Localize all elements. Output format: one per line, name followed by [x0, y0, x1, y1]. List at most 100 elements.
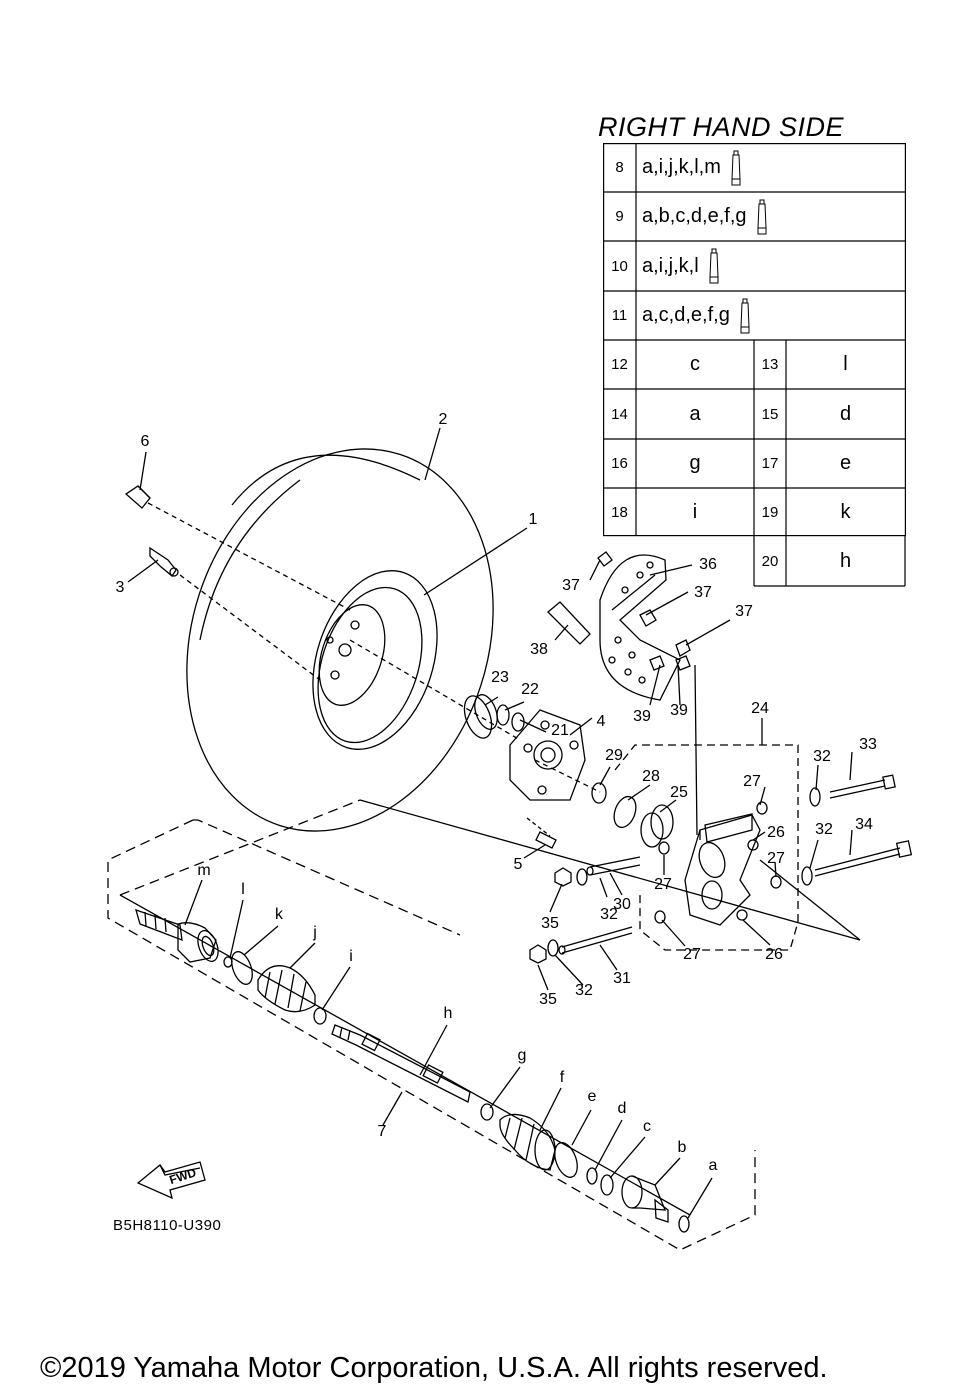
- diagram-code: B5H8110-U390: [113, 1217, 222, 1234]
- callout-37a: 37: [562, 577, 580, 594]
- callout-26b: 26: [765, 946, 783, 963]
- lug-nut: [124, 485, 151, 509]
- axle-shaft: [331, 1024, 471, 1103]
- callout-32b: 32: [815, 821, 833, 838]
- callout-32d: 32: [575, 982, 593, 999]
- callout-34: 34: [855, 816, 873, 833]
- grease-tube-icon: [756, 199, 767, 234]
- callout-l: l: [241, 881, 245, 898]
- band-i: [313, 1007, 327, 1025]
- callout-35b: 35: [539, 991, 557, 1008]
- callout-h: h: [444, 1005, 453, 1022]
- legend-row-13-part: l: [843, 353, 848, 375]
- callout-g: g: [518, 1047, 527, 1064]
- callout-a: a: [709, 1157, 718, 1174]
- callout-27d: 27: [683, 946, 701, 963]
- legend-title: RIGHT HAND SIDE: [598, 112, 845, 142]
- collar-30: [586, 856, 641, 876]
- callout-d: d: [618, 1100, 627, 1117]
- band-e: [554, 1142, 578, 1178]
- boot-f: [499, 1113, 556, 1171]
- callout-21: 21: [551, 722, 569, 739]
- legend-row-8-parts: a,i,j,k,l,m: [636, 143, 906, 192]
- legend-row-16-part: g: [689, 452, 701, 474]
- grease-tube-icon: [709, 248, 719, 284]
- bushing-25: [640, 804, 674, 848]
- callout-37c: 37: [735, 603, 753, 620]
- callout-27c: 27: [654, 876, 672, 893]
- grease-tube-icon: [731, 150, 741, 185]
- cv-joint-outer: [135, 908, 219, 963]
- callout-24: 24: [751, 700, 769, 717]
- callout-2: 2: [439, 411, 448, 428]
- callout-i: i: [349, 948, 353, 965]
- legend-row-20-number: 20: [761, 552, 779, 570]
- callout-32c: 32: [600, 906, 618, 923]
- axle-key: [547, 601, 591, 645]
- callout-j: j: [312, 924, 317, 941]
- band-k: [231, 951, 253, 985]
- circlip-a: [678, 1215, 690, 1233]
- valve-stem: [149, 546, 179, 577]
- cv-joint-inner: [621, 1175, 669, 1223]
- callout-37b: 37: [694, 584, 712, 601]
- callout-39b: 39: [670, 702, 688, 719]
- legend-row-10-number: 10: [611, 257, 628, 275]
- bearing-23: [463, 694, 498, 739]
- legend-row-12-number: 12: [611, 356, 628, 373]
- callout-k: k: [275, 906, 284, 923]
- legend-row-11-parts: a,c,d,e,f,g: [636, 291, 906, 340]
- callout-39a: 39: [633, 708, 651, 725]
- callout-e: e: [588, 1088, 597, 1105]
- bolt-33: [829, 774, 896, 799]
- callout-35a: 35: [541, 915, 559, 932]
- callout-c: c: [643, 1118, 651, 1135]
- legend-row-8-number: 8: [615, 159, 624, 176]
- callout-30: 30: [613, 896, 631, 913]
- callout-27a: 27: [743, 773, 761, 790]
- callout-33: 33: [859, 736, 877, 753]
- callout-23: 23: [491, 669, 509, 686]
- callout-4: 4: [597, 713, 606, 730]
- circlip: [613, 795, 637, 829]
- callout-f: f: [560, 1069, 565, 1086]
- callout-32a: 32: [813, 748, 831, 765]
- hub: [509, 709, 586, 801]
- legend-row-9-number: 9: [615, 208, 624, 225]
- collar-31: [558, 926, 633, 955]
- legend-row-18-number: 18: [611, 503, 628, 521]
- legend-row-20-part: h: [839, 549, 852, 572]
- legend-row-11-number: 11: [611, 307, 628, 324]
- callout-b: b: [678, 1139, 687, 1156]
- callout-3: 3: [116, 579, 125, 596]
- callout-28: 28: [642, 768, 660, 785]
- legend-row-17-number: 17: [761, 455, 779, 472]
- legend-row-8-parts-text: a,i,j,k,l,m: [642, 156, 721, 178]
- legend-row-15-part: d: [839, 402, 852, 425]
- legend-row-9-parts-text: a,b,c,d,e,f,g: [642, 205, 747, 227]
- callout-27b: 27: [767, 850, 785, 867]
- legend-row-16-number: 16: [611, 455, 628, 472]
- legend-row-10-parts: a,i,j,k,l: [636, 241, 906, 291]
- bolt-34: [814, 840, 913, 877]
- grease-fitting-26b: [736, 909, 748, 921]
- copyright-notice: ©2019 Yamaha Motor Corporation, U.S.A. A…: [40, 1352, 828, 1384]
- stud-bolt: [535, 831, 557, 849]
- circlip-l: [223, 956, 233, 968]
- circlip-c: [600, 1174, 614, 1196]
- legend-row-9-parts: a,b,c,d,e,f,g: [636, 192, 906, 241]
- legend-row-14-number: 14: [611, 405, 628, 423]
- tire-assembly: [186, 448, 494, 832]
- legend-row-17-part: e: [839, 452, 852, 474]
- band-g: [480, 1103, 494, 1121]
- circlip-d: [586, 1167, 598, 1185]
- callout-7: 7: [378, 1123, 387, 1140]
- ring-29: [591, 782, 607, 804]
- callout-1: 1: [529, 511, 538, 528]
- callout-m: m: [197, 862, 210, 879]
- grease-tube-icon: [740, 298, 750, 333]
- fwd-arrow: [136, 1161, 206, 1200]
- legend-row-13-number: 13: [761, 356, 779, 373]
- brake-disc: [597, 551, 691, 701]
